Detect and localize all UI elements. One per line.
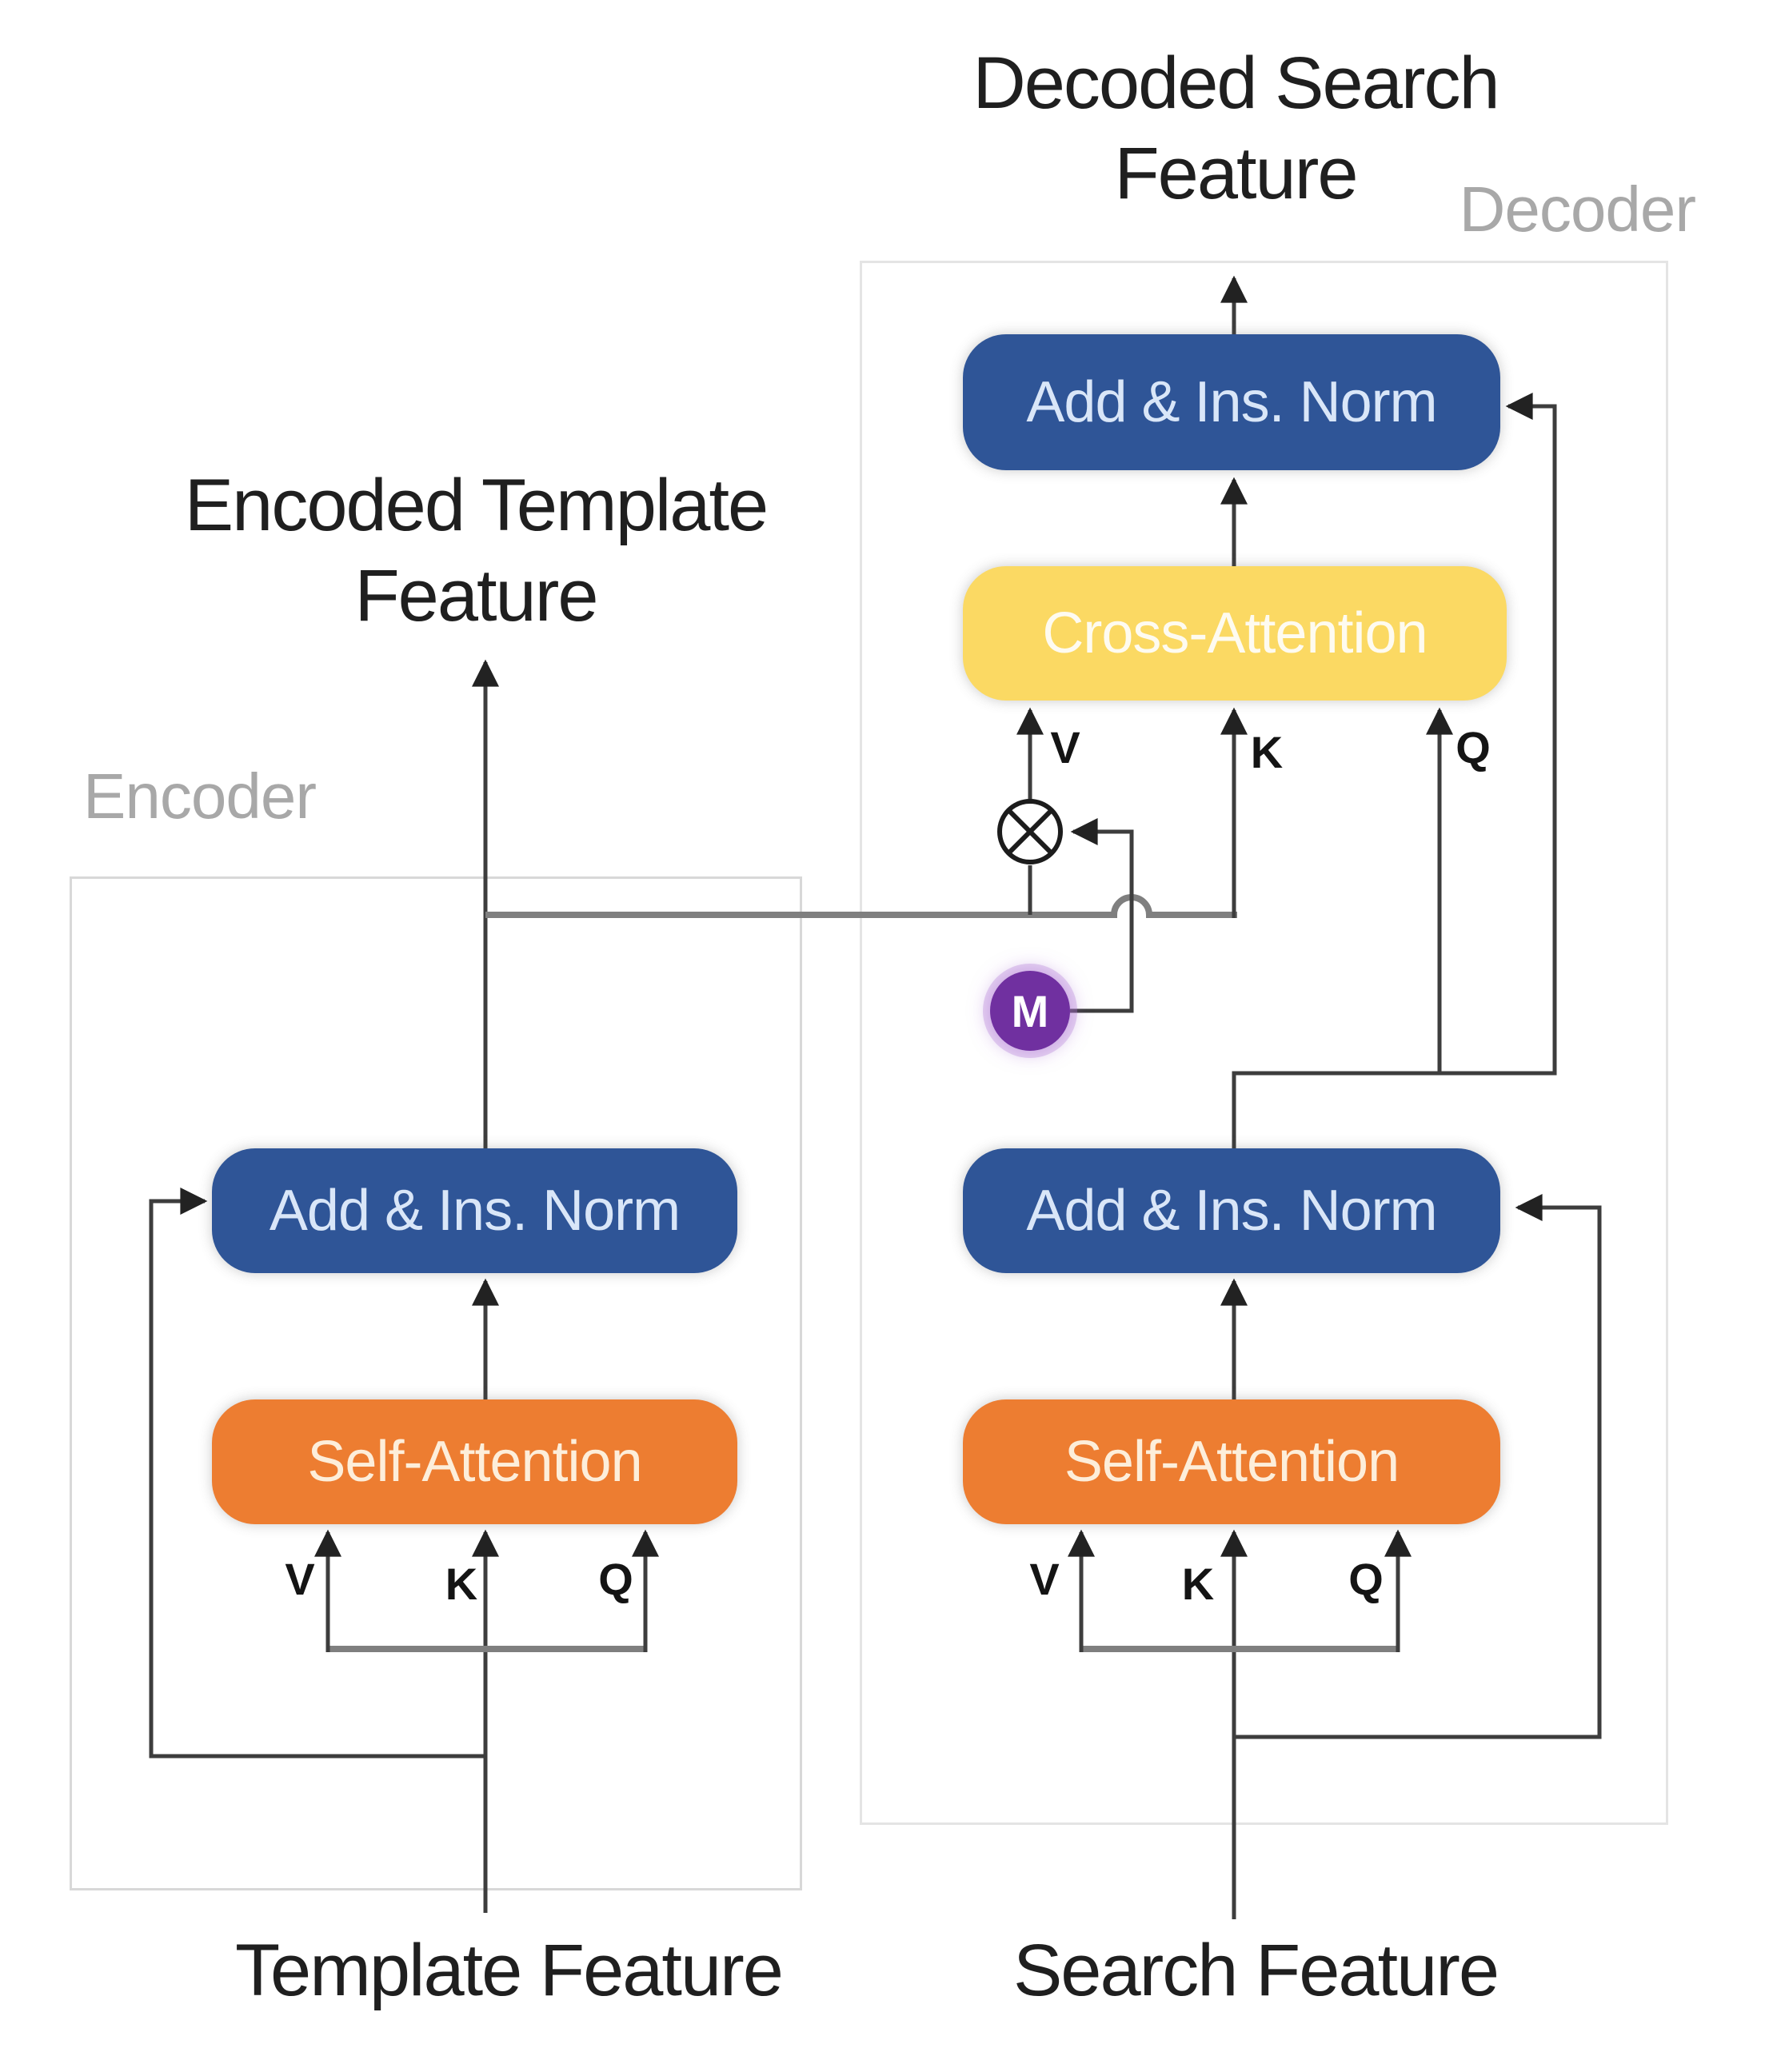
cross-attention-k-label: K xyxy=(1250,727,1284,777)
decoder-k-label: K xyxy=(1181,1559,1215,1609)
encoder-q-label: Q xyxy=(598,1554,633,1604)
decoder-add-norm-top-block: Add & Ins. Norm xyxy=(963,334,1500,470)
template-feature-label: Template Feature xyxy=(235,1930,784,2011)
decoded-search-feature-line2: Feature xyxy=(1114,133,1358,214)
encoder-region-label: Encoder xyxy=(83,761,317,832)
wire-template-residual xyxy=(149,1187,485,1759)
encoded-template-feature-line1: Encoded Template xyxy=(184,465,769,546)
wire-residual-to-top-addnorm xyxy=(1232,392,1557,1148)
encoder-add-norm-block: Add & Ins. Norm xyxy=(212,1148,737,1273)
cross-attention-v-label: V xyxy=(1050,722,1080,773)
multiply-icon xyxy=(997,799,1063,864)
wire-mask-to-multiply xyxy=(1070,817,1134,1013)
encoded-template-feature-line2: Feature xyxy=(354,555,598,637)
decoder-self-attention-block: Self-Attention xyxy=(963,1399,1500,1524)
search-feature-label: Search Feature xyxy=(1012,1930,1499,2011)
mask-label: M xyxy=(1011,985,1049,1036)
decoded-search-feature-label: Decoded Search Feature xyxy=(912,38,1559,219)
decoder-v-label: V xyxy=(1029,1554,1060,1604)
decoder-cross-attention-block: Cross-Attention xyxy=(963,566,1507,701)
encoded-template-feature-label: Encoded Template Feature xyxy=(152,461,800,641)
encoder-v-label: V xyxy=(285,1554,315,1604)
encoder-self-attention-block: Self-Attention xyxy=(212,1399,737,1524)
wire-encoder-branch xyxy=(485,894,1237,918)
decoder-add-norm-block: Add & Ins. Norm xyxy=(963,1148,1500,1273)
mask-icon: M xyxy=(990,971,1070,1051)
encoder-k-label: K xyxy=(445,1559,478,1609)
wire-search-residual xyxy=(1234,1193,1602,1739)
cross-attention-q-label: Q xyxy=(1456,722,1491,773)
decoded-search-feature-line1: Decoded Search xyxy=(972,42,1499,124)
decoder-region-label: Decoder xyxy=(1459,174,1696,245)
decoder-q-label: Q xyxy=(1348,1554,1384,1604)
